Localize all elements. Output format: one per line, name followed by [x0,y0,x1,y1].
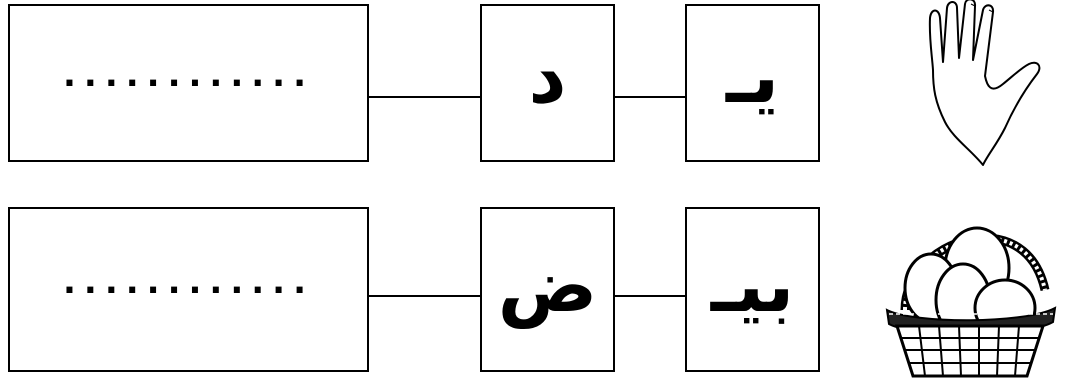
middle-letter-box: د [480,4,615,162]
first-letter-box: يـ [685,4,820,162]
middle-letter: د [529,34,567,120]
answer-placeholder: ............ [63,262,314,302]
egg-basket-picture [875,200,1065,381]
first-letter-box: بيـ [685,207,820,372]
first-letter: يـ [726,34,779,120]
middle-letter: ض [498,243,598,329]
connector-line [615,96,685,98]
worksheet-row-hand: ............ د يـ [0,0,1070,170]
connector-line [369,295,480,297]
hand-picture [875,0,1065,170]
connector-line [369,96,480,98]
answer-box[interactable]: ............ [8,207,369,372]
answer-box[interactable]: ............ [8,4,369,162]
answer-placeholder: ............ [63,55,314,95]
first-letter: بيـ [711,243,794,329]
worksheet-row-eggs: ............ ض بيـ [0,200,1070,381]
middle-letter-box: ض [480,207,615,372]
connector-line [615,295,685,297]
